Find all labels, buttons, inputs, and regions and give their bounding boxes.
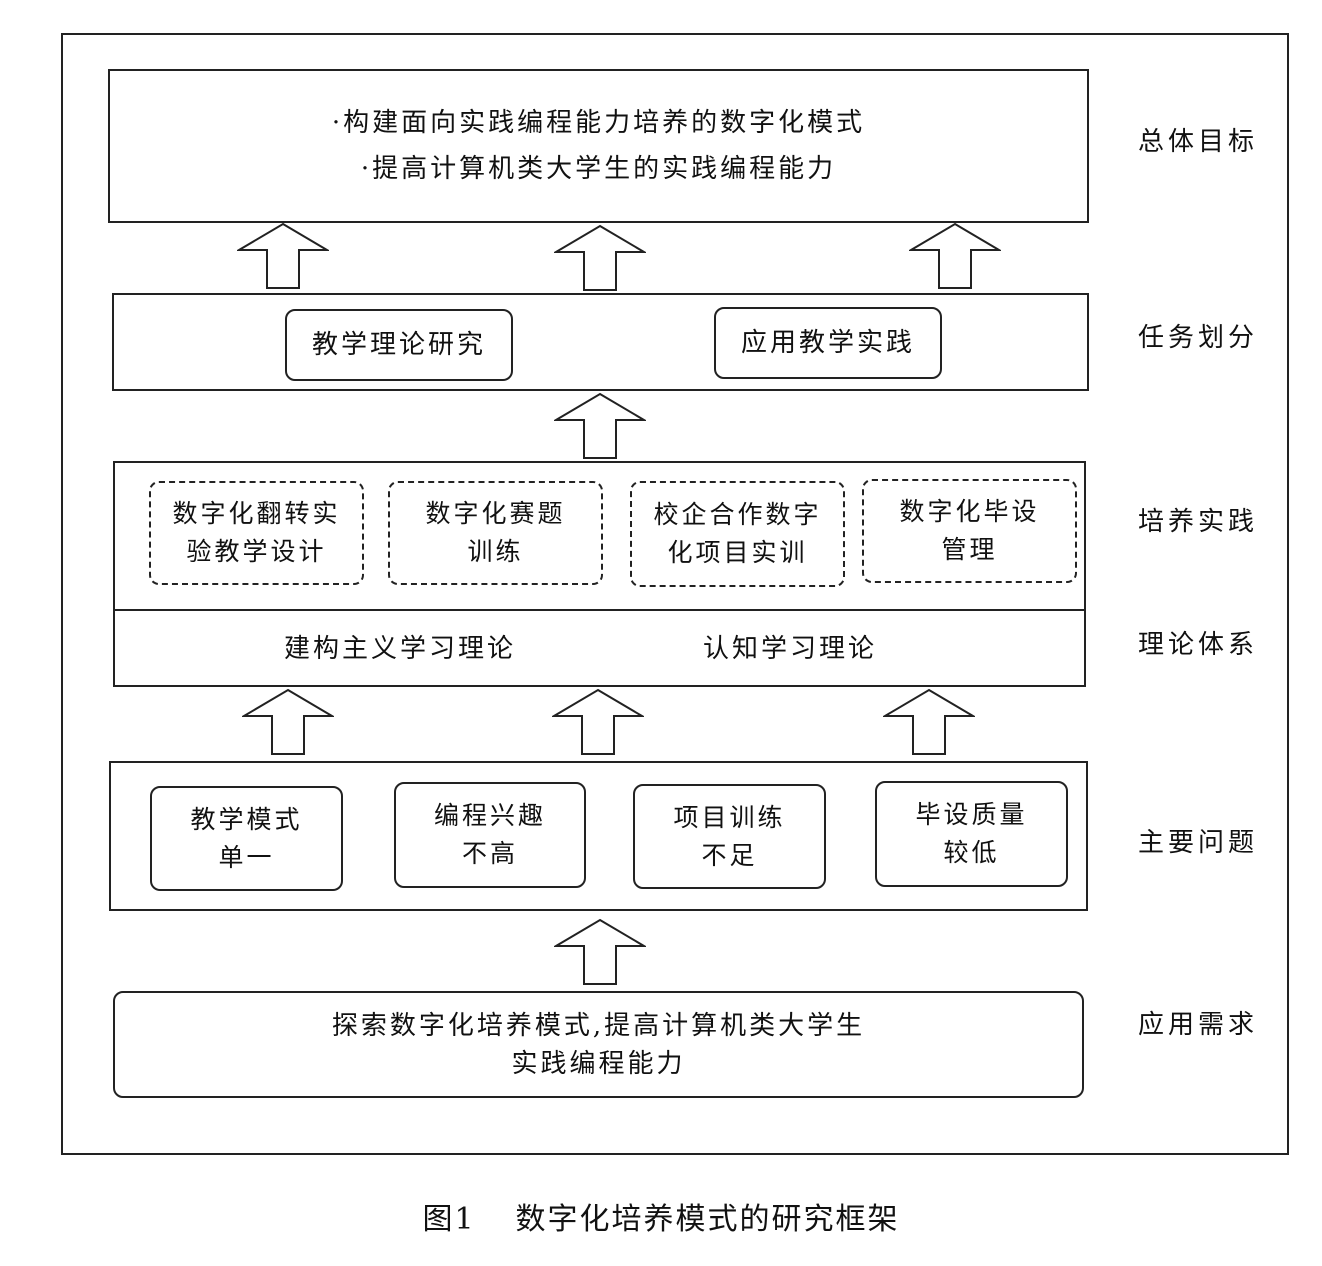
practice-item-line: 数字化毕设 bbox=[899, 497, 1040, 526]
goal-label: 总体目标 bbox=[1138, 127, 1259, 157]
figure-number: 图1 bbox=[422, 1202, 476, 1237]
demand-line-2: 实践编程能力 bbox=[511, 1048, 686, 1079]
problem-line: 单一 bbox=[218, 842, 275, 872]
practice-item-enterprise-project: 校企合作数字 化项目实训 bbox=[630, 481, 845, 587]
task-label: 应用教学实践 bbox=[740, 328, 915, 358]
practice-item-line: 数字化赛题 bbox=[425, 499, 566, 528]
problem-programming-interest: 编程兴趣 不高 bbox=[394, 782, 586, 888]
up-arrow-tasks-to-goal-left bbox=[237, 222, 329, 289]
tasks-box bbox=[112, 293, 1089, 391]
practice-item-flipped-lab-design: 数字化翻转实 验教学设计 bbox=[149, 481, 364, 585]
demand-label: 应用需求 bbox=[1138, 1010, 1259, 1040]
up-arrow-tasks-to-goal-center bbox=[554, 224, 646, 291]
up-arrow-problems-to-theory-right bbox=[883, 688, 975, 755]
practice-item-graduation-design: 数字化毕设 管理 bbox=[862, 479, 1077, 583]
problem-teaching-mode: 教学模式 单一 bbox=[150, 786, 343, 891]
up-arrow-practice-to-tasks bbox=[554, 392, 646, 459]
problem-project-training: 项目训练 不足 bbox=[633, 784, 826, 889]
practice-item-contest-training: 数字化赛题 训练 bbox=[388, 481, 603, 585]
figure-title: 数字化培养模式的研究框架 bbox=[515, 1202, 900, 1237]
up-arrow-demand-to-problems bbox=[554, 918, 646, 985]
problem-line: 不高 bbox=[461, 839, 518, 868]
problem-line: 项目训练 bbox=[673, 802, 786, 832]
practice-label: 培养实践 bbox=[1138, 507, 1259, 537]
goal-line-2: ·提高计算机类大学生的实践编程能力 bbox=[360, 154, 837, 184]
goal-box: ·构建面向实践编程能力培养的数字化模式 ·提高计算机类大学生的实践编程能力 bbox=[108, 69, 1089, 223]
up-arrow-problems-to-theory-left bbox=[242, 688, 334, 755]
figure-caption: 图1 数字化培养模式的研究框架 bbox=[0, 1198, 1322, 1242]
practice-item-line: 数字化翻转实 bbox=[172, 499, 341, 528]
demand-box: 探索数字化培养模式,提高计算机类大学生 实践编程能力 bbox=[113, 991, 1084, 1098]
problem-line: 不足 bbox=[701, 840, 758, 870]
problem-line: 教学模式 bbox=[190, 804, 303, 834]
problems-label: 主要问题 bbox=[1138, 828, 1259, 858]
task-label: 教学理论研究 bbox=[311, 330, 486, 360]
goal-line-1: ·构建面向实践编程能力培养的数字化模式 bbox=[331, 108, 866, 138]
demand-line-1: 探索数字化培养模式,提高计算机类大学生 bbox=[331, 1010, 866, 1041]
practice-item-line: 验教学设计 bbox=[186, 537, 327, 566]
problem-line: 编程兴趣 bbox=[433, 801, 546, 830]
task-applied-teaching-practice: 应用教学实践 bbox=[714, 307, 942, 379]
problem-graduation-quality: 毕设质量 较低 bbox=[875, 781, 1068, 887]
problem-line: 毕设质量 bbox=[915, 800, 1028, 829]
problem-line: 较低 bbox=[943, 838, 1000, 867]
task-teaching-theory-research: 教学理论研究 bbox=[285, 309, 513, 381]
tasks-label: 任务划分 bbox=[1138, 323, 1259, 353]
practice-item-line: 训练 bbox=[467, 537, 524, 566]
theory-label: 理论体系 bbox=[1138, 630, 1259, 660]
up-arrow-problems-to-theory-center bbox=[552, 688, 644, 755]
practice-item-line: 化项目实训 bbox=[667, 538, 808, 567]
practice-theory-divider bbox=[113, 609, 1086, 611]
theory-cognitive: 认知学习理论 bbox=[703, 634, 878, 664]
practice-item-line: 管理 bbox=[941, 535, 998, 564]
theory-constructivism: 建构主义学习理论 bbox=[284, 634, 517, 664]
up-arrow-tasks-to-goal-right bbox=[909, 222, 1001, 289]
diagram-frame bbox=[61, 33, 1289, 1155]
practice-item-line: 校企合作数字 bbox=[653, 500, 822, 529]
